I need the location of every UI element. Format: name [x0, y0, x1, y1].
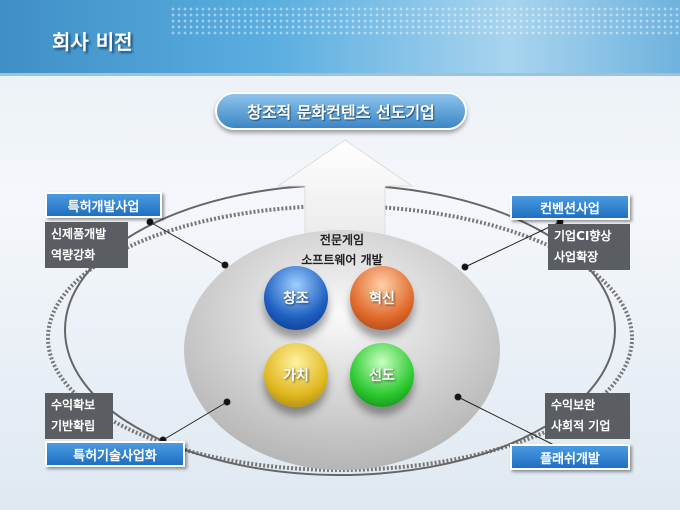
- note-line: 기반확립: [51, 419, 96, 433]
- label-flash-development: 플래쉬개발: [510, 444, 630, 470]
- note-line: 신제품개발: [51, 227, 107, 241]
- sphere-creation: 창조: [264, 266, 328, 330]
- dot-pattern: [170, 6, 680, 36]
- label-convention: 컨벤션사업: [510, 194, 630, 220]
- center-text-line1: 전문게임: [319, 233, 365, 247]
- page-title: 회사 비전: [52, 30, 133, 54]
- note-line: 수익확보: [51, 398, 96, 412]
- center-text-line2: 소프트웨어 개발: [301, 253, 383, 267]
- note-line: 역량강화: [51, 248, 96, 262]
- note-line: 기업CI향상: [554, 229, 612, 243]
- outer-dotted-ring: [46, 204, 634, 472]
- header-band: [0, 0, 680, 76]
- note-line: 사회적 기업: [551, 419, 611, 433]
- sphere-innovation: 혁신: [350, 266, 414, 330]
- center-ellipse: [184, 230, 500, 470]
- note-line: 수익보완: [551, 398, 596, 412]
- vision-banner: 창조적 문화컨텐츠 선도기업: [215, 92, 467, 130]
- label-patent-commercialization: 특허기술사업화: [45, 441, 185, 467]
- label-patent-development: 특허개발사업: [45, 192, 162, 218]
- sphere-value: 가치: [264, 343, 328, 407]
- note-line: 사업확장: [554, 250, 599, 264]
- sphere-leading: 선도: [350, 343, 414, 407]
